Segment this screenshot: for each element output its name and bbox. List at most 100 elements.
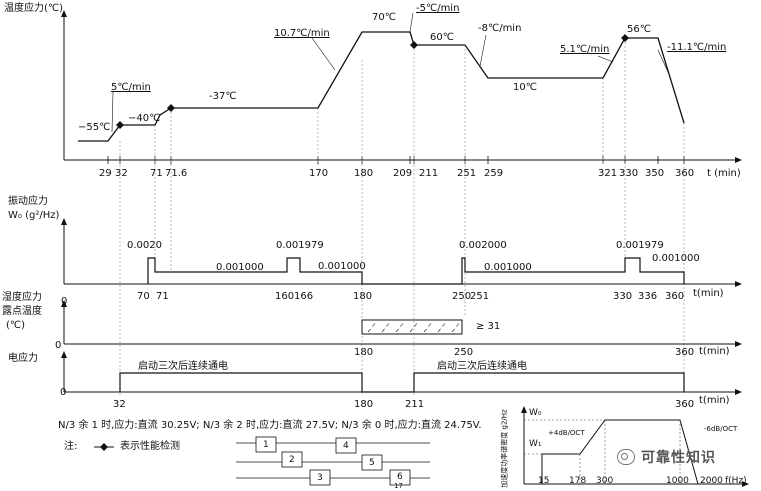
temp-tick: 251 <box>457 168 477 179</box>
flow-box-label: 5 <box>369 458 375 468</box>
temp-y-label: 温度应力(℃) <box>4 3 64 14</box>
temp-tick: 170 <box>309 168 329 179</box>
psd-slope-up: +4dB/OCT <box>548 429 585 437</box>
temp-tick: 360 <box>675 168 695 179</box>
vibration-label: 振动应力 <box>8 196 48 207</box>
temp-rate: 10.7℃/min <box>274 28 330 39</box>
vibration-base: 0.001000 <box>318 261 366 272</box>
temp-tick: 330 <box>619 168 639 179</box>
wechat-logo-icon <box>617 449 635 465</box>
psd-w0: W₀ <box>529 408 542 418</box>
watermark: 可靠性知识 <box>617 446 757 468</box>
electric-tick: 32 <box>113 399 126 410</box>
vibration-tick: 160 <box>275 291 295 302</box>
electric-tick: 360 <box>675 399 695 410</box>
temp-tick: 71 <box>150 168 163 179</box>
vibration-tick: 180 <box>353 291 373 302</box>
temp-level: −40℃ <box>128 113 161 124</box>
vibration-base: 0.001000 <box>484 262 532 273</box>
psd-x-unit: f(Hz) <box>725 476 747 486</box>
temp-level: 60℃ <box>430 32 454 43</box>
vibration-tick: 166 <box>294 291 314 302</box>
psd-tick: 2000 <box>700 476 723 486</box>
temp-t-unit: t (min) <box>707 168 741 179</box>
flow-box-label: 1 <box>263 440 269 450</box>
vibration-peak: 0.001979 <box>616 240 664 251</box>
vibration-t-unit: t(min) <box>693 288 724 299</box>
dewpoint-label: 露点温度 <box>2 306 42 317</box>
psd-curve <box>541 419 699 485</box>
electric-note: N/3 余 1 时,应力:直流 30.25V; N/3 余 2 时,应力:直流 … <box>58 420 482 431</box>
vibration-profile <box>147 257 685 285</box>
humidity-tick: 180 <box>354 347 374 358</box>
humidity-label: 湿度应力 <box>2 292 42 303</box>
vibration-tick: 330 <box>613 291 633 302</box>
temp-tick: 350 <box>645 168 665 179</box>
vibration-peak: 0.0020 <box>127 240 162 251</box>
electric-label: 电应力 <box>8 353 38 364</box>
temperature-profile <box>78 31 685 142</box>
humidity-tick: 250 <box>454 347 474 358</box>
vibration-base: 0.001000 <box>216 262 264 273</box>
psd-w1: W₁ <box>529 439 542 449</box>
electric-t-unit: t(min) <box>699 395 730 406</box>
psd-tick: 1000 <box>666 476 689 486</box>
dewpoint-unit: (℃) <box>6 320 26 331</box>
temp-rate: -5℃/min <box>416 3 460 14</box>
temp-tick: 321 <box>598 168 618 179</box>
vibration-tick: 251 <box>470 291 490 302</box>
humidity-value: ≥ 31 <box>476 321 501 332</box>
psd-tick: 15 <box>538 476 550 486</box>
legend-prefix: 注: <box>64 441 78 452</box>
temp-tick: 211 <box>419 168 439 179</box>
temp-rate: 5.1℃/min <box>560 44 610 55</box>
electric-on-text: 启动三次后连续通电 <box>138 361 228 372</box>
flow-box-label: 17 <box>394 482 403 490</box>
temp-rate: 5℃/min <box>111 82 151 93</box>
legend-text: 表示性能检测 <box>120 441 180 452</box>
temp-tick: 71.6 <box>165 168 188 179</box>
electric-tick: 211 <box>405 399 425 410</box>
vibration-unit: W₀ (g²/Hz) <box>8 210 60 221</box>
flow-diagram <box>236 436 430 486</box>
vibration-tick: 70 <box>137 291 150 302</box>
time-guides <box>119 42 685 395</box>
vibration-peak: 0.001979 <box>276 240 324 251</box>
legend-diamond <box>100 443 108 451</box>
psd-tick: 300 <box>596 476 614 486</box>
flow-box-label: 2 <box>289 455 295 465</box>
temp-tick: 209 <box>393 168 413 179</box>
temp-tick: 259 <box>484 168 504 179</box>
vibration-base: 0.001000 <box>652 253 700 264</box>
watermark-text: 可靠性知识 <box>641 450 716 466</box>
electric-profile <box>119 372 685 393</box>
electric-tick: 180 <box>354 399 374 410</box>
humidity-block <box>361 319 463 335</box>
temp-tick: 29 <box>99 168 112 179</box>
flow-box-label: 3 <box>317 473 323 483</box>
check-diamond-markers <box>116 34 629 129</box>
temp-tick: 32 <box>115 168 128 179</box>
humidity-tick: 360 <box>675 347 695 358</box>
temp-level: -37℃ <box>209 91 237 102</box>
humidity-zero: 0 <box>55 340 62 351</box>
vibration-zero: 0 <box>61 296 68 307</box>
humidity-t-unit: t(min) <box>699 346 730 357</box>
temp-rate: -8℃/min <box>478 23 522 34</box>
vibration-peak: 0.002000 <box>459 240 507 251</box>
temp-rate: -11.1℃/min <box>667 42 727 53</box>
temp-level: 56℃ <box>627 24 651 35</box>
temp-level: 10℃ <box>513 82 537 93</box>
psd-tick: 178 <box>569 476 587 486</box>
flow-box-label: 6 <box>397 472 403 482</box>
psd-y-label: 加速度功率谱密度 g2/Hz <box>500 409 509 488</box>
temp-level: 70℃ <box>372 12 396 23</box>
vibration-tick: 360 <box>665 291 685 302</box>
vibration-tick: 250 <box>452 291 472 302</box>
electric-zero: 0 <box>60 387 67 398</box>
electric-on-text: 启动三次后连续通电 <box>437 361 527 372</box>
psd-slope-down: -6dB/OCT <box>704 425 738 433</box>
flow-box-label: 4 <box>343 441 349 451</box>
vibration-tick: 71 <box>156 291 169 302</box>
